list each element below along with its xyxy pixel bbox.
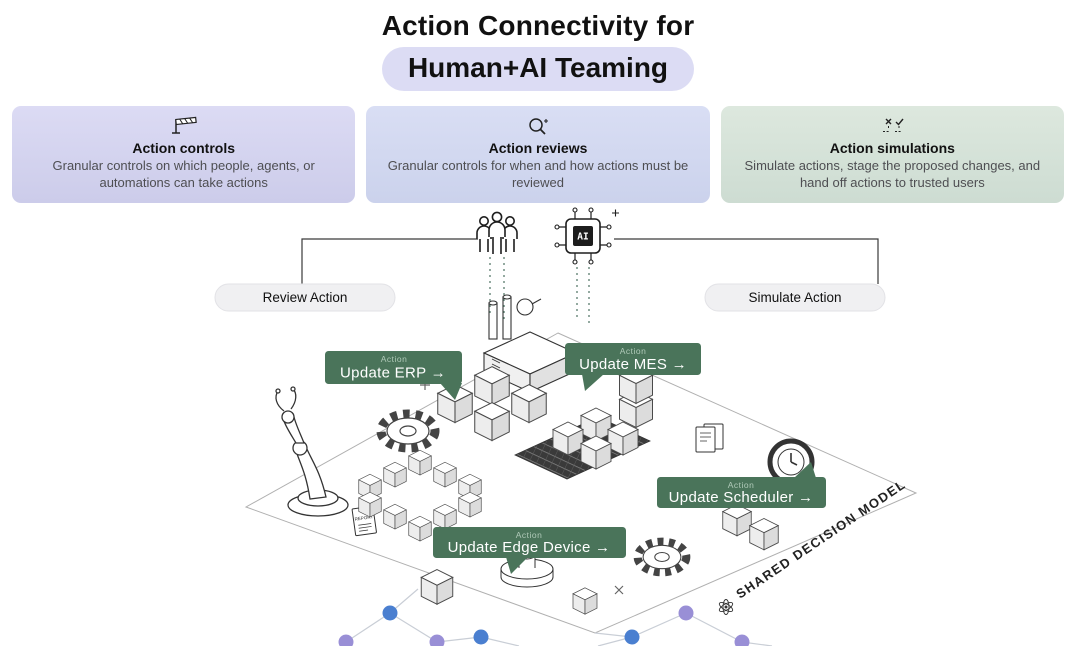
simulation-icon (737, 115, 1048, 137)
page-title-line2-wrap: Human+AI Teaming (0, 47, 1076, 91)
card-action-reviews: Action reviews Granular controls for whe… (366, 106, 710, 204)
atom-icon (718, 599, 734, 616)
people-icon (476, 211, 518, 255)
diagram-canvas: REPORT (214, 207, 918, 650)
tag-label: Update Edge Device → (448, 539, 611, 556)
robot-arm-icon (275, 386, 349, 517)
simulate-action-label: Simulate Action (748, 290, 841, 305)
tag-kicker: Action (381, 354, 408, 364)
header: Action Connectivity for Human+AI Teaming (0, 10, 1076, 91)
tag-kicker: Action (620, 346, 647, 356)
report-icon-right (695, 423, 724, 453)
report-label: REPORT (354, 514, 373, 522)
node-purple (678, 605, 694, 621)
crate-stack-mes (619, 366, 653, 429)
node-blue (382, 605, 398, 621)
ai-chip-icon: AI (554, 207, 619, 265)
tag-kicker: Action (516, 530, 543, 540)
tag-kicker: Action (728, 480, 755, 490)
ai-drop-lines (576, 267, 590, 326)
factory-icon (482, 294, 578, 394)
tag-label: Update MES → (579, 356, 687, 373)
tag-label: Update ERP → (340, 365, 446, 382)
card-action-controls: Action controls Granular controls on whi… (12, 106, 356, 204)
magnifier-icon (382, 115, 693, 137)
action-tag-scheduler: Action Update Scheduler → (657, 462, 826, 509)
action-tag-erp: Action Update ERP → (325, 351, 462, 401)
card-description: Granular controls for when and how actio… (387, 158, 689, 190)
card-title: Action reviews (488, 140, 588, 156)
card-action-simulations: Action simulations Simulate actions, sta… (720, 106, 1064, 204)
page: Action Connectivity for Human+AI Teaming (0, 10, 1076, 650)
gear-icon-right (633, 537, 691, 577)
right-bracket-line (614, 238, 879, 285)
cross-mark (614, 585, 624, 595)
node-blue (624, 629, 640, 645)
tag-label: Update Scheduler → (669, 489, 814, 506)
review-action-pill: Review Action (214, 283, 396, 312)
page-title-line2: Human+AI Teaming (381, 47, 695, 91)
card-title: Action controls (132, 140, 235, 156)
review-action-label: Review Action (263, 290, 348, 305)
simulate-action-pill: Simulate Action (704, 283, 886, 312)
left-bracket-line (301, 238, 478, 285)
action-tag-edge-device: Action Update Edge Device → (433, 527, 626, 575)
card-title: Action simulations (829, 140, 955, 156)
ai-chip-label: AI (577, 232, 588, 243)
gear-icon-left (376, 409, 440, 453)
isometric-diagram: REPORT (0, 205, 1076, 650)
people-drop-lines (489, 257, 505, 320)
card-description: Granular controls on which people, agent… (52, 158, 315, 190)
page-title-line1: Action Connectivity for (381, 10, 695, 41)
action-tag-mes: Action Update MES → (565, 343, 701, 392)
barrier-icon (28, 115, 339, 137)
card-description: Simulate actions, stage the proposed cha… (744, 158, 1041, 190)
node-blue (473, 629, 489, 645)
feature-cards: Action controls Granular controls on whi… (0, 106, 1076, 204)
